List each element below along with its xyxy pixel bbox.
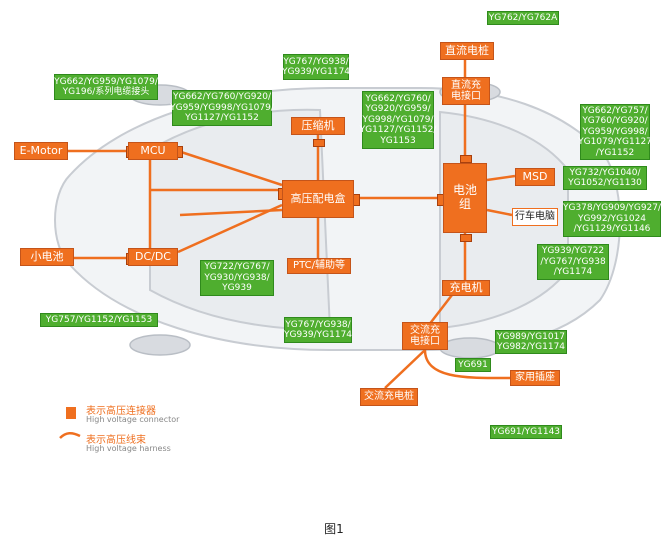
- connector-battery-top: [460, 155, 472, 163]
- dc-charging-port-box: 直流充 电接口: [442, 77, 490, 105]
- ac-charging-pile-box: 交流充电桩: [360, 388, 418, 406]
- car-silhouette: [54, 87, 621, 351]
- parts-mcu: YG662/YG760/YG920/ YG959/YG998/YG1079/ Y…: [170, 90, 274, 126]
- parts-hv-box-upper: YG662/YG760/ YG920/YG959/ YG998/YG1079/ …: [360, 91, 436, 149]
- parts-charger: YG939/YG722 /YG767/YG938 /YG1174: [537, 244, 609, 280]
- dcdc-box: DC/DC: [128, 248, 178, 266]
- home-socket-box: 家用插座: [510, 370, 560, 386]
- parts-ac-port-small: YG691: [455, 358, 491, 372]
- parts-ac-port: YG989/YG1017 YG982/YG1174: [495, 330, 567, 354]
- parts-small-battery: YG757/YG1152/YG1153: [40, 313, 158, 327]
- e-motor-box: E-Motor: [14, 142, 68, 160]
- compressor-box: 压缩机: [291, 117, 345, 135]
- parts-vehicle-computer: YG378/YG909/YG927/ YG992/YG1024 /YG1129/…: [563, 201, 661, 237]
- legend-harness-sublabel: High voltage harness: [86, 444, 171, 453]
- hv-distribution-box: 高压配电盒: [282, 180, 354, 218]
- parts-cable-connectors: YG662/YG959/YG1079/ YG196/系列电缆接头: [54, 74, 158, 100]
- figure-caption: 图1: [324, 522, 344, 536]
- msd-box: MSD: [515, 168, 555, 186]
- connector-compressor: [313, 139, 325, 147]
- vehicle-computer-box: 行车电脑: [512, 208, 558, 226]
- ac-charging-port-box: 交流充 电接口: [402, 322, 448, 350]
- battery-pack-box: 电池 组: [443, 163, 487, 233]
- connector-battery-bottom: [460, 234, 472, 242]
- legend-connector-label: 表示高压连接器: [86, 406, 156, 417]
- parts-dcdc: YG722/YG767/ YG930/YG938/ YG939: [200, 260, 274, 296]
- parts-dc-pile: YG762/YG762A: [487, 11, 559, 25]
- parts-ac-pile: YG691/YG1143: [490, 425, 562, 439]
- parts-battery-right: YG662/YG757/ YG760/YG920/ YG959/YG998/ Y…: [578, 104, 652, 160]
- legend-harness-label: 表示高压线束: [86, 435, 146, 446]
- dc-charging-pile-box: 直流电桩: [440, 42, 494, 60]
- ptc-auxiliary-box: PTC/辅助等: [287, 258, 351, 274]
- legend-connector-sublabel: High voltage connector: [86, 415, 180, 424]
- legend-harness-swatch: [59, 432, 81, 439]
- parts-compressor: YG767/YG938/ YG939/YG1174: [282, 54, 350, 80]
- charger-box: 充电机: [442, 280, 490, 296]
- parts-ptc: YG767/YG938/ YG939/YG1174: [284, 317, 352, 343]
- mcu-box: MCU: [128, 142, 178, 160]
- legend-connector-swatch: [66, 407, 76, 419]
- parts-msd: YG732/YG1040/ YG1052/YG1130: [563, 166, 647, 190]
- small-battery-box: 小电池: [20, 248, 74, 266]
